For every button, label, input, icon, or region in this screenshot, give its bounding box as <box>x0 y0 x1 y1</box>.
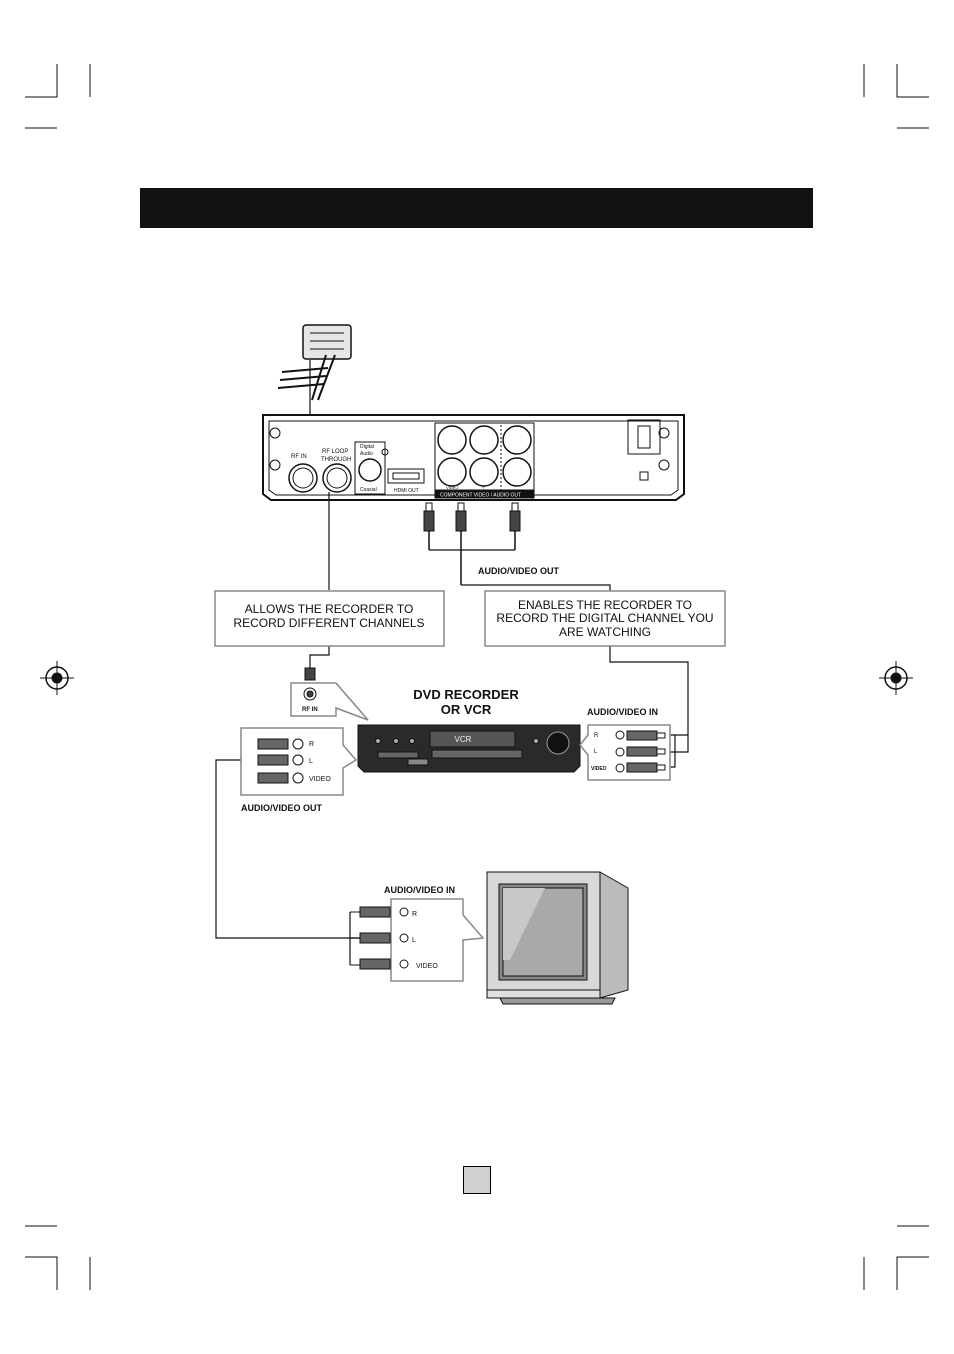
digital-audio-label-1: Digital <box>360 444 374 450</box>
vcr-display-text: VCR <box>455 735 472 744</box>
hdmi-out-label: HDMI OUT <box>394 488 419 494</box>
tv-in-r-label: R <box>412 911 417 918</box>
crop-marks <box>25 64 929 1290</box>
recorder-title-line-2: OR VCR <box>441 702 492 717</box>
rf-loop-label-2: THROUGH <box>321 457 351 463</box>
recorder-out-video-label: VIDEO <box>309 776 331 783</box>
recorder-av-out-label: AUDIO/VIDEO OUT <box>241 803 323 813</box>
component-panel-label: COMPONENT VIDEO / AUDIO OUT <box>440 493 521 499</box>
tv-av-in-label: AUDIO/VIDEO IN <box>384 885 455 895</box>
receiver-rca-plugs <box>423 502 521 585</box>
recorder-in-video-label: VIDEO <box>591 766 607 772</box>
recorder-in-r-label: R <box>594 733 599 739</box>
recorder-rf-in-connector <box>290 667 369 721</box>
callout-right-line-1: ENABLES THE RECORDER TO <box>518 598 692 612</box>
registration-mark-right <box>879 661 913 695</box>
recorder-av-in-label: AUDIO/VIDEO IN <box>587 707 658 717</box>
y-small-label: Y <box>482 485 485 490</box>
recorder-av-in-jacks <box>615 730 666 773</box>
tv-av-in-panel: R L VIDEO <box>390 898 485 982</box>
recorder-rf-in-label: RF IN <box>302 707 318 713</box>
callout-left-line-1: ALLOWS THE RECORDER TO <box>245 602 414 616</box>
rca-plug-video-out <box>423 502 435 550</box>
av-out-top-label: AUDIO/VIDEO OUT <box>478 566 560 576</box>
callout-left-line-2: RECORD DIFFERENT CHANNELS <box>233 616 424 630</box>
section-header-bar <box>140 188 813 228</box>
tv-av-in-jacks <box>350 906 409 970</box>
television-icon <box>486 871 629 1005</box>
tv-in-video-label: VIDEO <box>416 963 438 970</box>
callout-right: ENABLES THE RECORDER TO RECORD THE DIGIT… <box>484 590 726 647</box>
cables <box>215 492 689 965</box>
callout-left: ALLOWS THE RECORDER TO RECORD DIFFERENT … <box>214 590 445 647</box>
recorder-out-l-label: L <box>309 758 313 765</box>
recorder-title: DVD RECORDER OR VCR <box>413 687 519 717</box>
registration-mark-left <box>40 661 74 695</box>
recorder-out-r-label: R <box>309 741 314 748</box>
rf-loop-label-1: RF LOOP <box>322 449 348 455</box>
video-small-label: VIDEO <box>446 485 458 490</box>
rca-plug-audio-l-out <box>455 502 467 585</box>
antenna-icon <box>277 324 352 478</box>
callout-right-line-3: ARE WATCHING <box>559 625 651 639</box>
recorder-device <box>357 724 581 773</box>
rca-plug-audio-r-out <box>509 502 521 550</box>
recorder-title-line-1: DVD RECORDER <box>413 687 519 702</box>
callout-right-line-2: RECORD THE DIGITAL CHANNEL YOU <box>496 611 713 625</box>
rf-in-label: RF IN <box>291 454 307 460</box>
page-number-box <box>463 1166 491 1194</box>
receiver-rear-panel <box>262 414 685 501</box>
tv-in-l-label: L <box>412 937 416 944</box>
recorder-av-out-jacks <box>257 738 304 784</box>
recorder-in-l-label: L <box>594 749 598 755</box>
coaxial-label: Coaxial <box>360 487 377 493</box>
digital-audio-label-2: Audio <box>360 451 373 457</box>
